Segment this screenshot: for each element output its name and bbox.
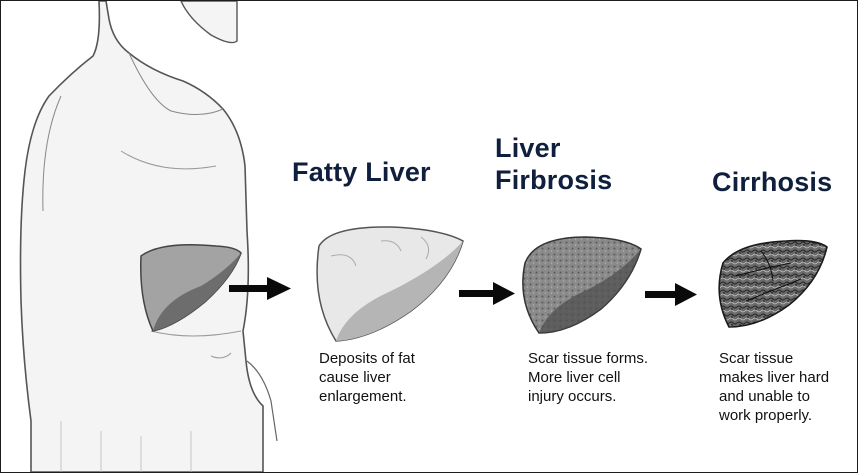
right-arrow-icon <box>645 283 697 306</box>
torso-illustration <box>21 1 278 472</box>
fatty-liver-icon <box>317 227 463 341</box>
stage-title-liver-fibrosis: Liver Firbrosis <box>495 133 612 197</box>
caption-liver-fibrosis: Scar tissue forms. More liver cell injur… <box>528 349 648 406</box>
fibrosis-liver-icon <box>523 237 641 333</box>
caption-fatty-liver: Deposits of fat cause liver enlargement. <box>319 349 415 406</box>
stage-title-fatty-liver: Fatty Liver <box>292 157 431 189</box>
right-arrow-icon <box>459 282 515 305</box>
cirrhosis-liver-icon <box>719 241 827 327</box>
caption-cirrhosis: Scar tissue makes liver hard and unable … <box>719 349 829 425</box>
stage-title-cirrhosis: Cirrhosis <box>712 167 832 199</box>
